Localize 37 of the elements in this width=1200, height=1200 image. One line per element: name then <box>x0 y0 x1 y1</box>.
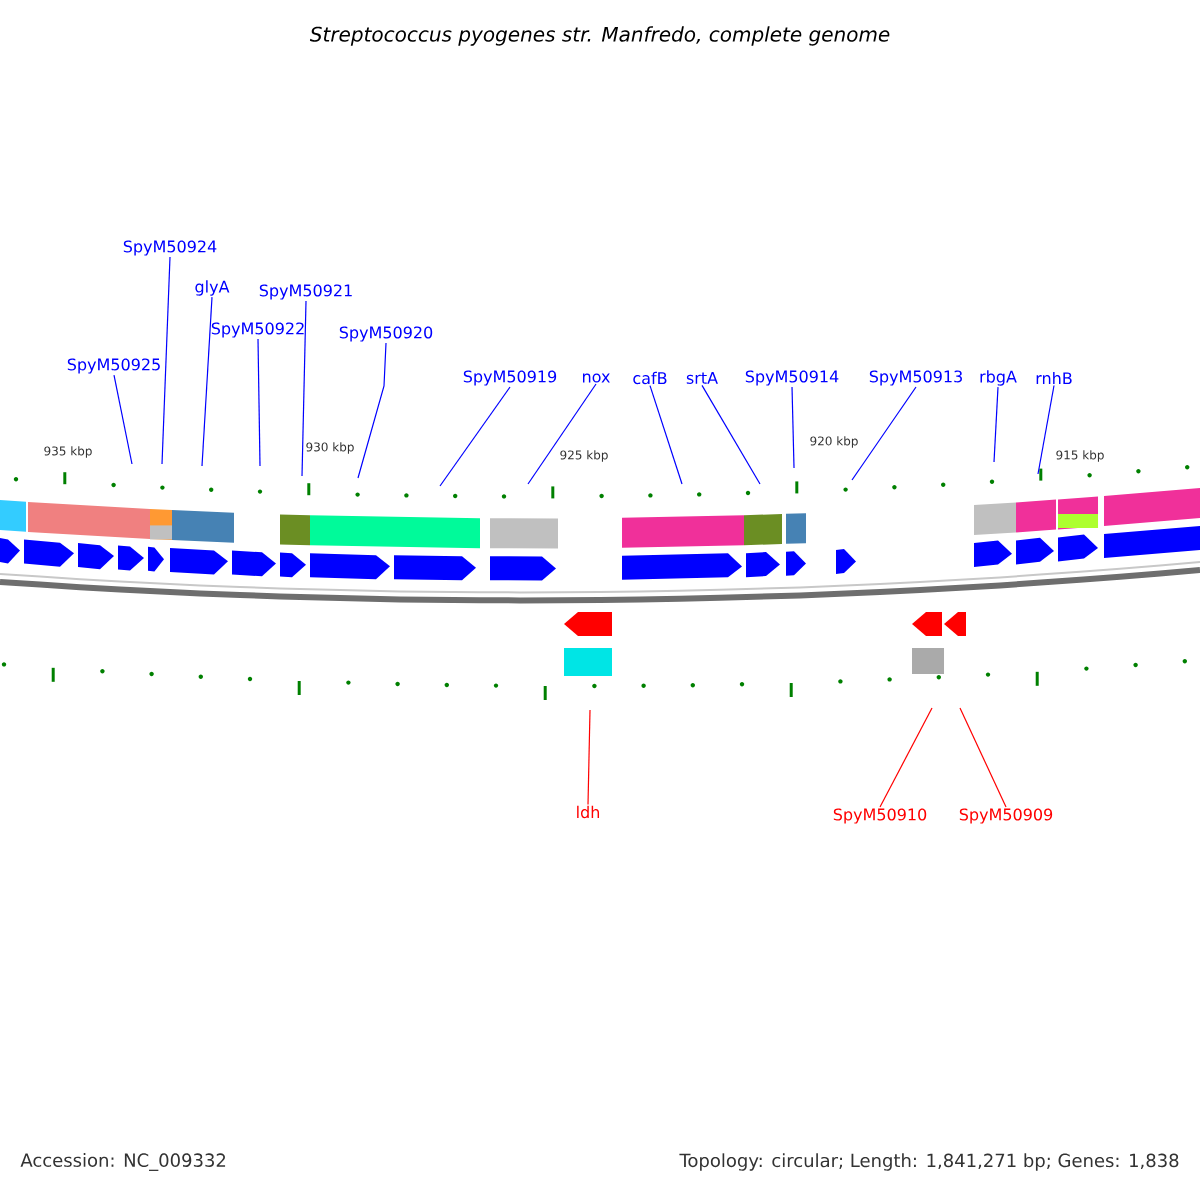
gene-label: SpyM50913 <box>869 370 962 386</box>
leader-line <box>959 707 1007 808</box>
gene-label: SpyM50921 <box>259 284 352 300</box>
leader-line <box>851 386 917 481</box>
gene-label: rbgA <box>980 370 1017 386</box>
leader-line <box>993 386 999 463</box>
gene-label: SpyM50914 <box>745 370 839 386</box>
leader-line <box>879 707 933 808</box>
title: Streptococcus pyogenes str. Manfredo, complete genome <box>309 26 890 46</box>
leader-line <box>1037 384 1055 475</box>
leader-line <box>649 385 683 485</box>
gene-label: cafB <box>633 371 667 385</box>
gene-label: srtA <box>686 372 718 384</box>
gene-label: SpyM50909 <box>959 808 1053 824</box>
leader-line <box>113 374 133 465</box>
footer-text: Accession: NC_009332 <box>20 1153 226 1171</box>
gene-label: rnhB <box>1036 371 1072 385</box>
leader-line <box>301 300 307 477</box>
gene-label: SpyM50910 <box>833 808 927 824</box>
leader-line <box>791 386 795 469</box>
gene-label: SpyM50924 <box>123 240 217 256</box>
leader-line <box>201 296 213 467</box>
footer-text: Topology: circular; Length: 1,841,271 bp; Genes: 1,838 <box>679 1153 1179 1171</box>
gene-label: SpyM50922 <box>211 322 304 338</box>
leader-line <box>527 383 597 485</box>
gene-label: SpyM50919 <box>463 370 557 386</box>
gene-label: SpyM50925 <box>67 358 160 374</box>
gene-label: glyA <box>195 280 230 296</box>
leader-line <box>257 338 261 467</box>
leader-line <box>439 386 511 487</box>
leader-line <box>701 384 761 485</box>
leader-line <box>161 256 171 465</box>
leader-line <box>357 342 387 479</box>
leader-line <box>587 709 591 805</box>
gene-label: nox <box>583 373 610 383</box>
gene-label: SpyM50920 <box>339 326 433 342</box>
gene-label: ldh <box>577 805 600 819</box>
